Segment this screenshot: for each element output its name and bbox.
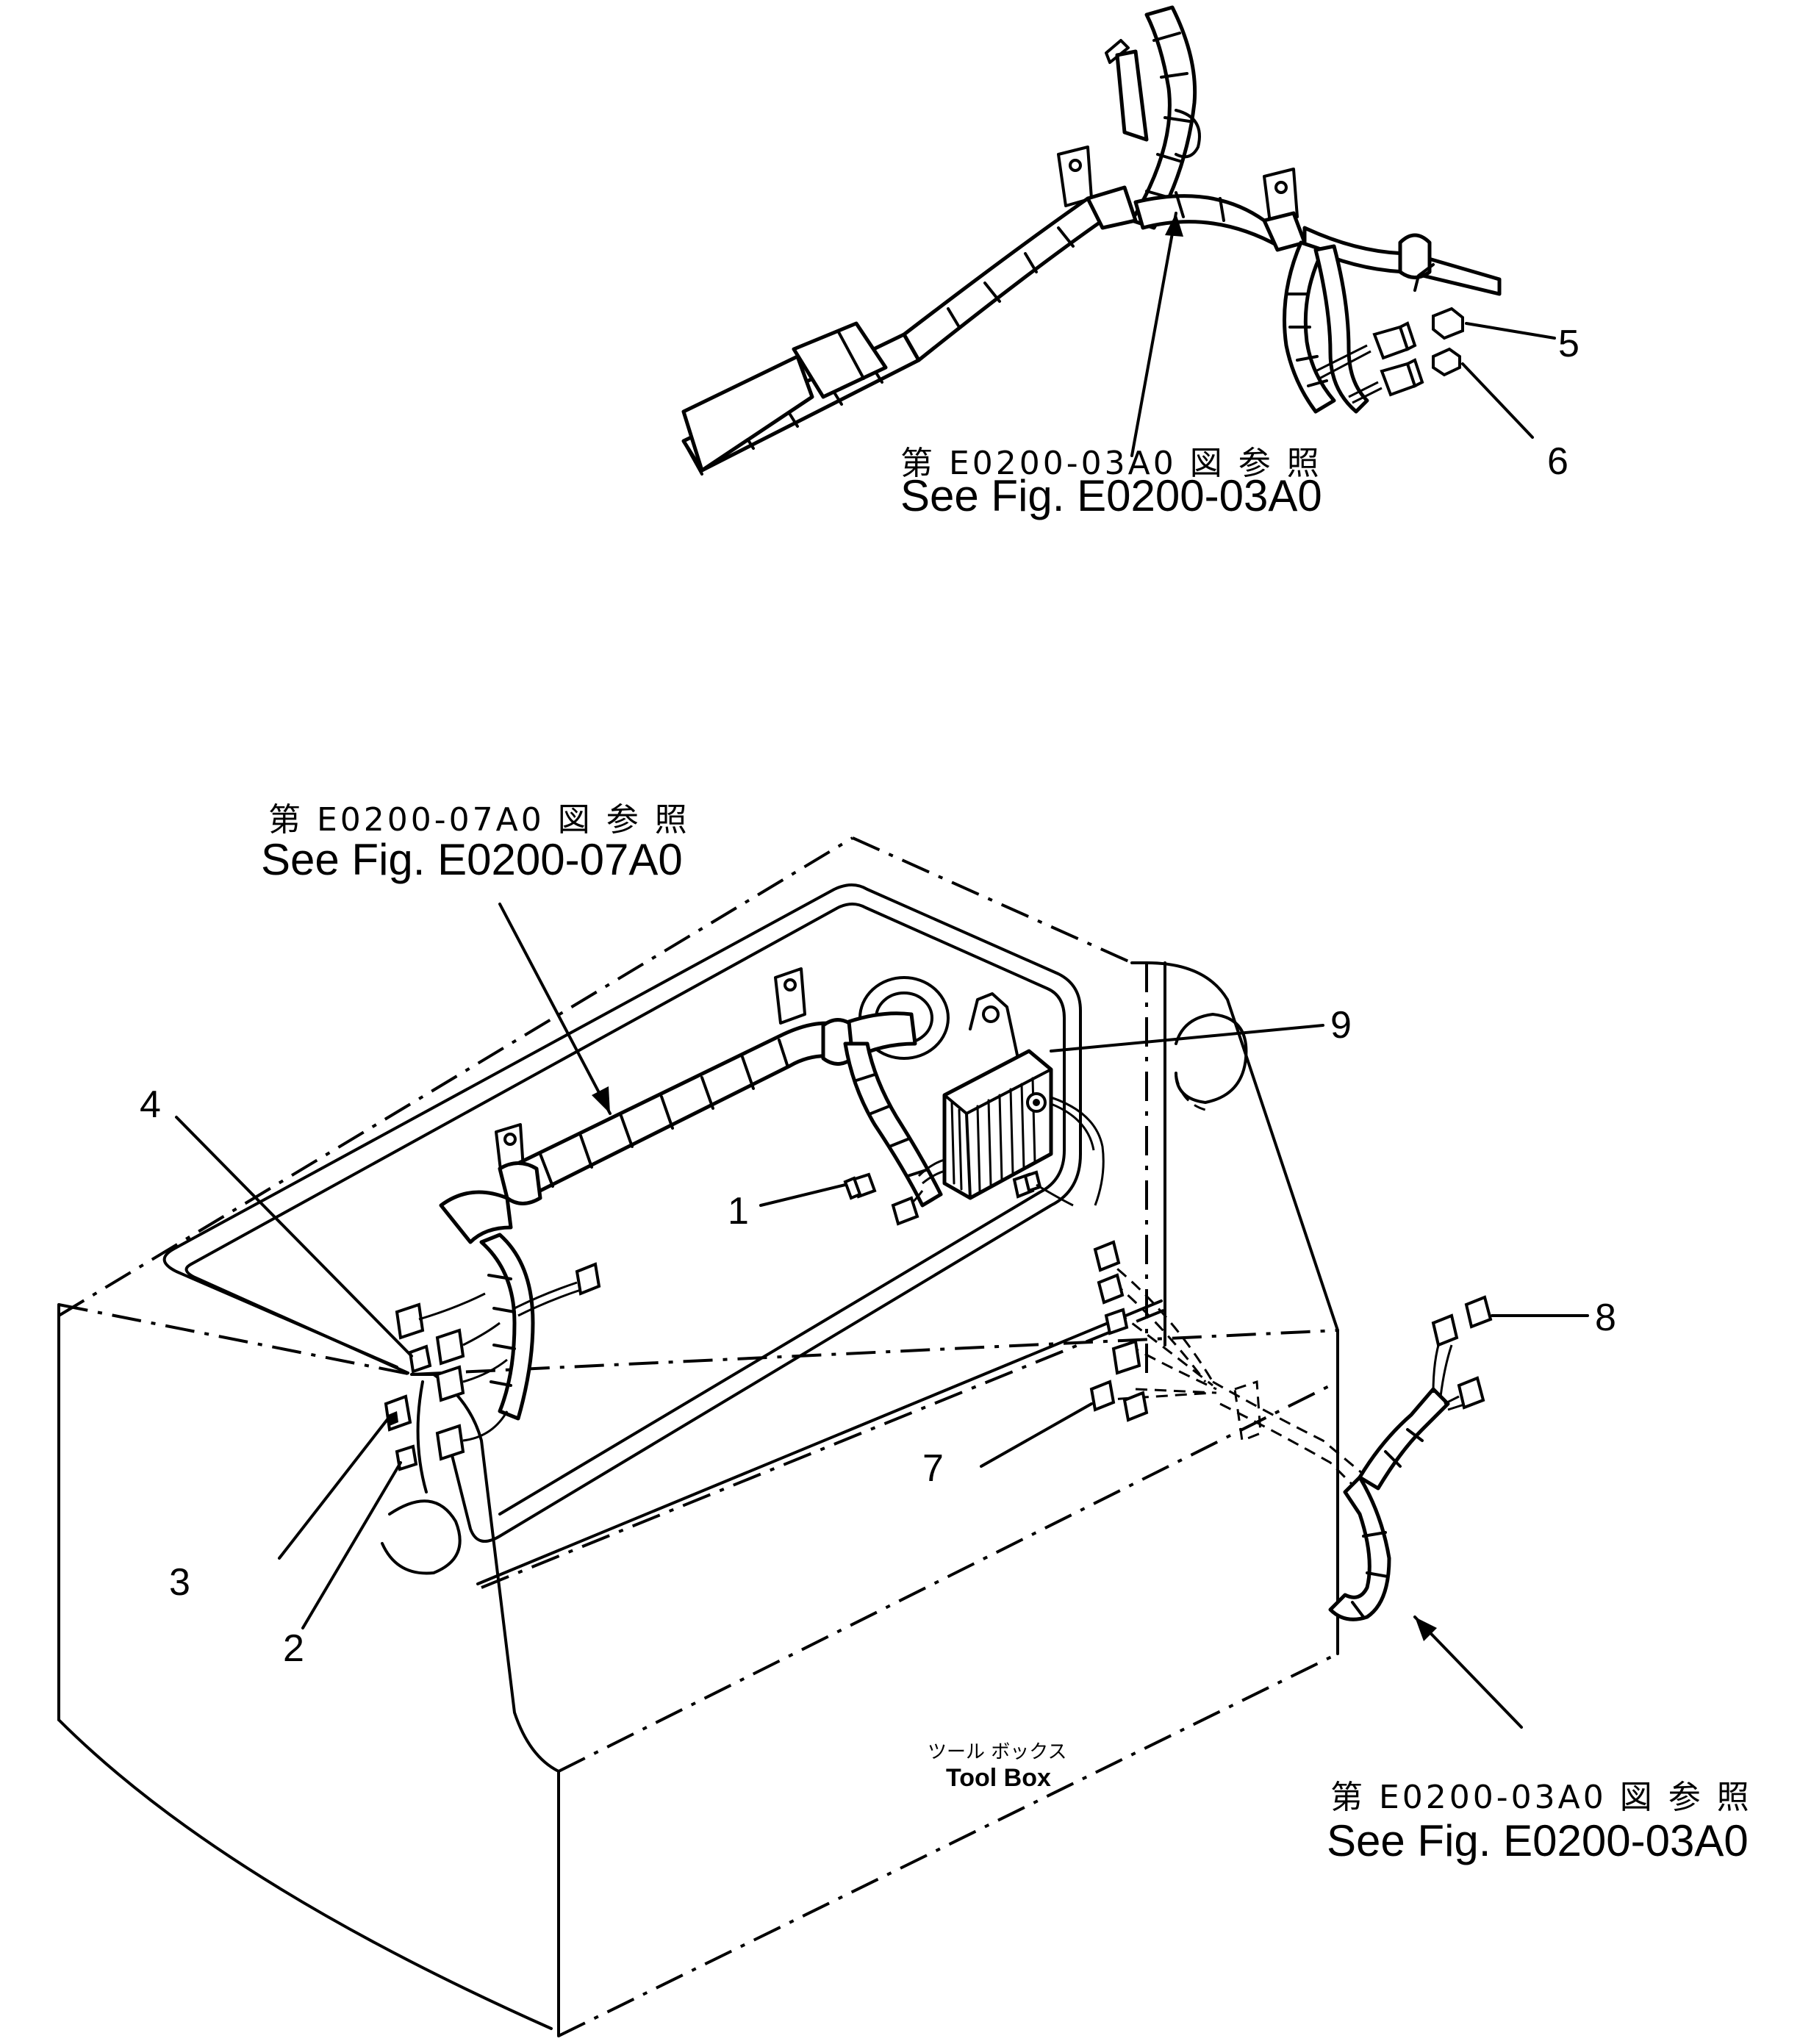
connector-icon: [1093, 1240, 1121, 1272]
connector-icon: [435, 1328, 465, 1366]
connector-icon: [1097, 1273, 1125, 1305]
part-number-8: 8: [1595, 1297, 1616, 1339]
leader-5: [1465, 322, 1556, 340]
left-reference-en: See Fig. E0200-07A0: [261, 835, 683, 884]
connector-icon: [1122, 1391, 1149, 1422]
connector-4-icon: [408, 1344, 432, 1374]
top-reference-arrow: [1130, 212, 1183, 457]
part-number-7: 7: [922, 1447, 944, 1490]
left-reference-arrow: [498, 903, 612, 1115]
connector-8-icon: [1464, 1295, 1493, 1329]
upper-wiring-harness: [681, 5, 1502, 476]
left-reference-label: 第 E0200-07A0 図 参 照 See Fig. E0200-07A0: [261, 801, 690, 884]
part-number-6: 6: [1547, 440, 1568, 483]
part-number-labels: 1 2 3 4 5 6 7 8 9: [140, 323, 1616, 1670]
bottom-reference-en: See Fig. E0200-03A0: [1327, 1816, 1749, 1865]
left-reference-jp: 第 E0200-07A0 図 参 照: [268, 801, 690, 839]
connector-icon: [1111, 1339, 1141, 1375]
connector-icon: [435, 1424, 465, 1461]
regulator-unit-9: [942, 992, 1053, 1200]
part-number-3: 3: [169, 1561, 190, 1604]
leader-6: [1461, 362, 1534, 439]
part-number-1: 1: [728, 1190, 749, 1233]
connector-8-icon: [1431, 1313, 1459, 1347]
lower-wiring-harness: [439, 967, 1467, 1621]
connector-icon: [435, 1365, 465, 1402]
tool-box-jp: ツール ボックス: [928, 1741, 1067, 1763]
part-number-5: 5: [1558, 323, 1580, 365]
connector-icon: [1457, 1376, 1485, 1410]
connector-icon: [395, 1302, 425, 1340]
bottom-reference-label: 第 E0200-03A0 図 参 照 See Fig. E0200-03A0: [1327, 1779, 1752, 1865]
tool-box-en: Tool Box: [946, 1764, 1051, 1792]
connector-5-icon: [1432, 306, 1464, 340]
part-number-9: 9: [1330, 1004, 1352, 1047]
top-reference-jp: 第 E0200-03A0 図 参 照: [900, 445, 1322, 482]
leader-lines: [175, 1024, 1589, 1629]
bottom-reference-jp: 第 E0200-03A0 図 参 照: [1330, 1779, 1752, 1816]
tool-box: [57, 836, 1339, 2037]
bottom-reference-arrow: [1413, 1616, 1523, 1729]
top-reference-en: See Fig. E0200-03A0: [900, 471, 1322, 520]
connector-7-icon: [1089, 1380, 1116, 1412]
connector-icon: [1104, 1308, 1129, 1335]
tool-box-label: ツール ボックス Tool Box: [928, 1741, 1067, 1792]
connector-icon: [891, 1196, 919, 1226]
part-number-4: 4: [140, 1083, 161, 1126]
connector-icon: [575, 1262, 601, 1296]
connector-6-icon: [1432, 347, 1461, 377]
part-number-2: 2: [283, 1627, 304, 1670]
top-reference-label: 第 E0200-03A0 図 参 照 See Fig. E0200-03A0: [900, 445, 1322, 520]
